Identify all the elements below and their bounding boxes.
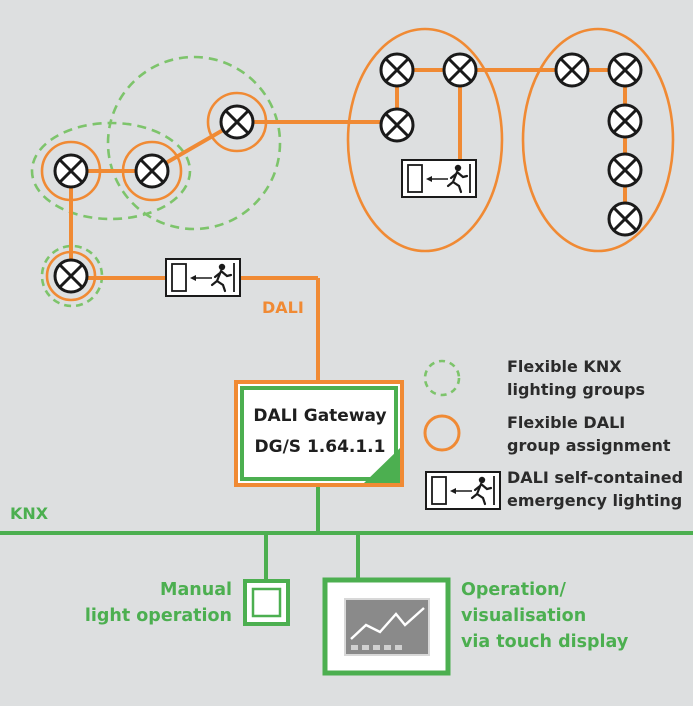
dali-gateway-box [234, 380, 404, 487]
legend-dali-circle [423, 414, 461, 452]
knx-bus [0, 487, 693, 584]
dali-lamp-rings [40, 91, 268, 302]
manual-label-line1: Manual [160, 580, 232, 600]
legend-knx-dashed-circle [423, 359, 461, 397]
lamp-cross-icon [607, 52, 643, 88]
legend-dali-line1: Flexible DALI [507, 413, 626, 432]
dali-group-ellipse [346, 27, 504, 253]
lamp-cross-icon [134, 153, 170, 189]
emergency-exit-icon [400, 158, 478, 199]
lamp-cross-icon [607, 103, 643, 139]
gateway-title: DALI Gateway [253, 406, 387, 426]
legend-dali-line2: group assignment [507, 436, 671, 455]
gateway-model: DG/S 1.64.1.1 [254, 437, 386, 457]
legend-knx-line1: Flexible KNX [507, 357, 622, 376]
lamp-cross-icon [607, 152, 643, 188]
lamp-cross-icon [379, 52, 415, 88]
lamp-cross-icon [379, 107, 415, 143]
emergency-exit-icon [424, 470, 502, 511]
touch-label-line3: via touch display [461, 632, 629, 652]
manual-label-line2: light operation [84, 606, 232, 626]
dali-lines [69, 68, 627, 383]
legend-knx-line2: lighting groups [507, 380, 646, 399]
lamp-cross-icon [442, 52, 478, 88]
lamp-cross-icon [53, 153, 89, 189]
knx-group-circle [106, 55, 282, 231]
knx-group-ellipse [30, 121, 192, 221]
emergency-exit-icon [164, 257, 242, 298]
touch-display-icon [322, 577, 451, 676]
legend-emergency-line1: DALI self-contained [507, 468, 684, 487]
dali-line-label: DALI [262, 298, 304, 317]
knx-bus-label: KNX [10, 504, 49, 523]
touch-label-line1: Operation/ [461, 580, 566, 600]
touch-label-line2: visualisation [461, 606, 587, 626]
lamp-cross-icon [53, 258, 89, 294]
legend-emergency-line2: emergency lighting [507, 491, 683, 510]
lamp-cross-icon [607, 201, 643, 237]
dali-group-ellipse [521, 27, 675, 253]
push-button-icon [243, 579, 290, 626]
lamp-cross-icon [554, 52, 590, 88]
lamp-cross-icon [219, 104, 255, 140]
